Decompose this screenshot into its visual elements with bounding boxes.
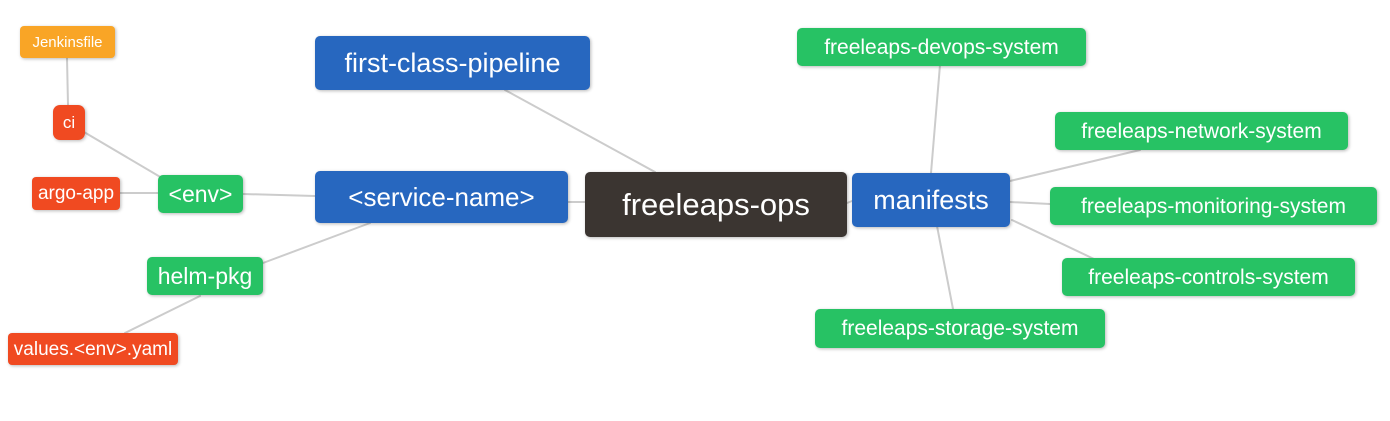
edge-pipeline-freeleaps-ops — [504, 89, 656, 173]
node-argo-app[interactable]: argo-app — [32, 177, 120, 210]
edge-manifests-monitoring — [1009, 201, 1051, 205]
edge-manifests-devops — [930, 64, 941, 174]
node-freeleaps-network-system[interactable]: freeleaps-network-system — [1055, 112, 1348, 150]
node-freeleaps-monitoring-system[interactable]: freeleaps-monitoring-system — [1050, 187, 1377, 225]
node-jenkinsfile[interactable]: Jenkinsfile — [20, 26, 115, 58]
edge-jenkinsfile-ci — [66, 57, 69, 106]
node-freeleaps-ops-root[interactable]: freeleaps-ops — [585, 172, 847, 237]
node-freeleaps-storage-system[interactable]: freeleaps-storage-system — [815, 309, 1105, 348]
node-manifests[interactable]: manifests — [852, 173, 1010, 227]
node-freeleaps-controls-system[interactable]: freeleaps-controls-system — [1062, 258, 1355, 296]
edge-ci-env — [83, 131, 163, 179]
edge-helm-pkg-values — [124, 295, 201, 334]
edge-manifests-storage — [936, 225, 954, 310]
edge-manifests-controls — [1011, 219, 1095, 260]
edge-freeleaps-ops-manifests — [846, 200, 853, 204]
edge-service-name-helm-pkg — [262, 222, 371, 264]
node-env[interactable]: <env> — [158, 175, 243, 213]
node-freeleaps-devops-system[interactable]: freeleaps-devops-system — [797, 28, 1086, 66]
node-ci[interactable]: ci — [53, 105, 85, 140]
edge-env-service-name — [242, 193, 316, 197]
node-values-env-yaml[interactable]: values.<env>.yaml — [8, 333, 178, 365]
edge-manifests-network — [1009, 149, 1141, 182]
node-first-class-pipeline[interactable]: first-class-pipeline — [315, 36, 590, 90]
node-helm-pkg[interactable]: helm-pkg — [147, 257, 263, 295]
node-service-name[interactable]: <service-name> — [315, 171, 568, 223]
